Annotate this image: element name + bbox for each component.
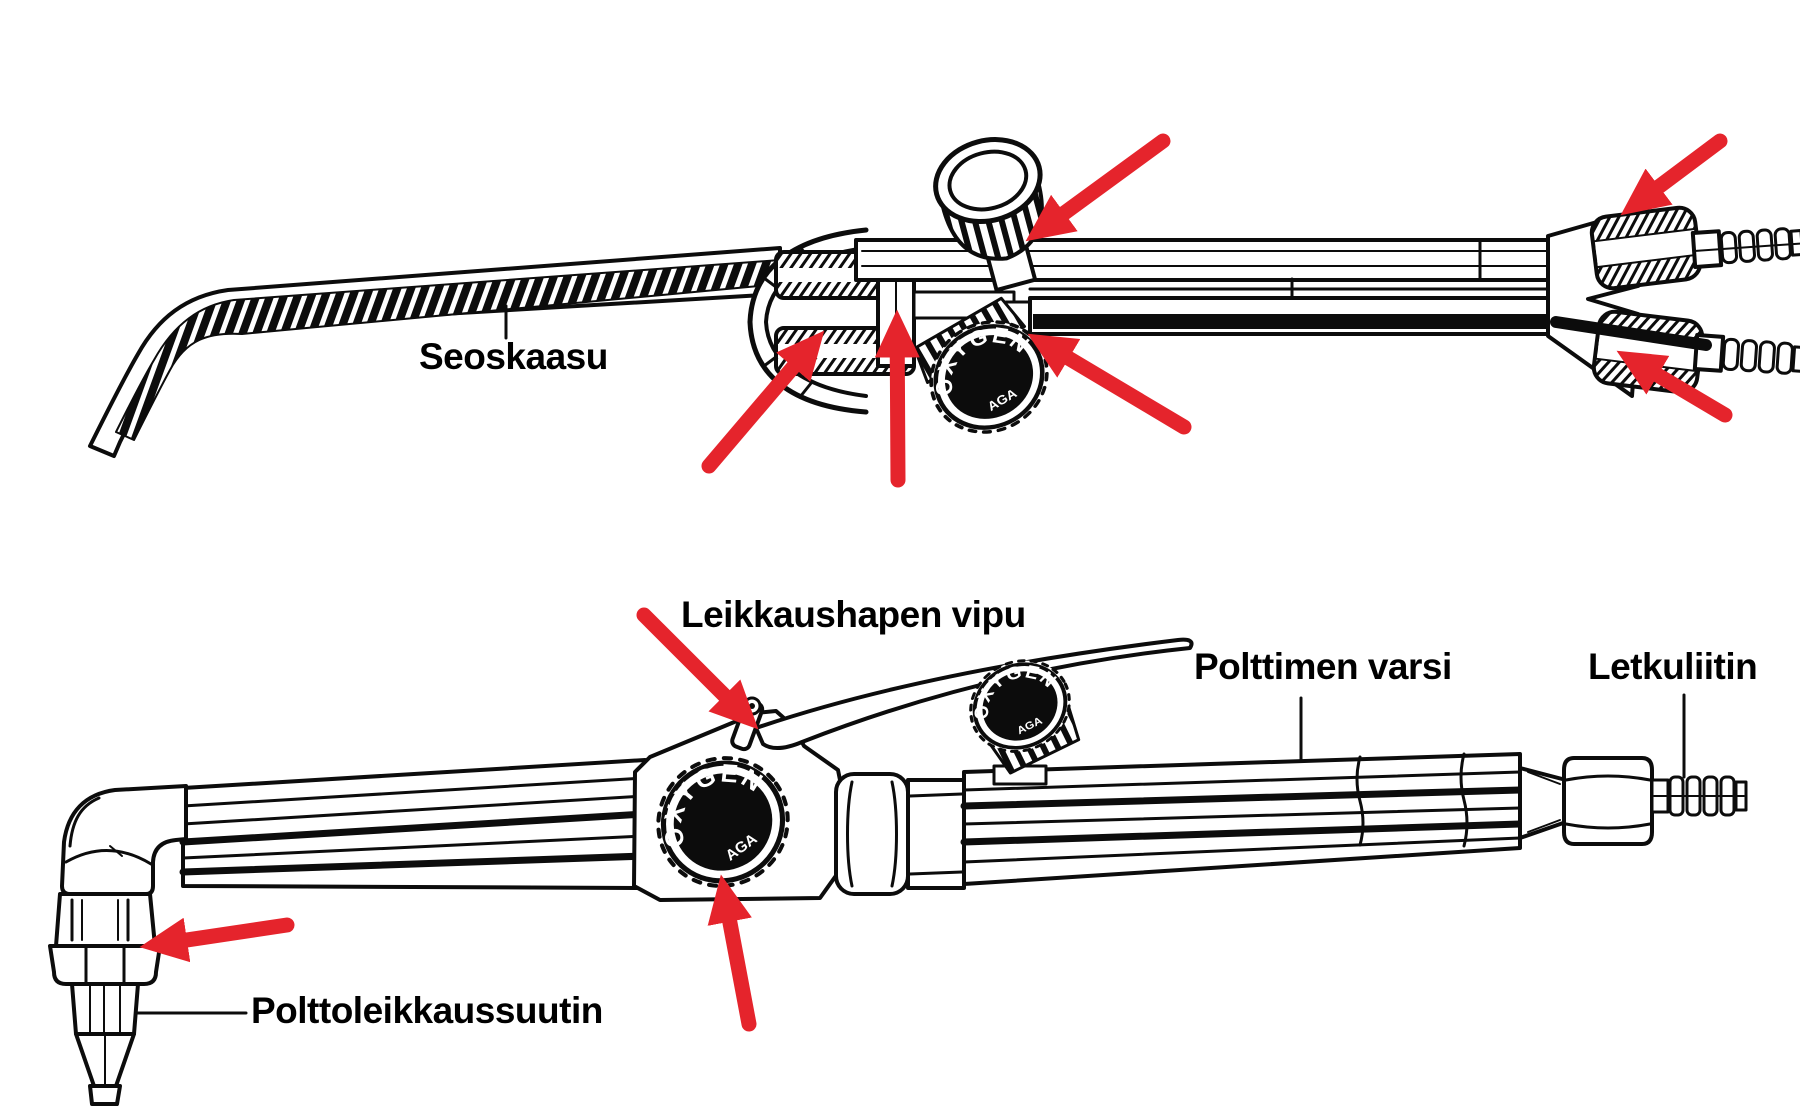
upper-hose-barb	[1690, 227, 1800, 269]
hose-nut	[1562, 756, 1654, 846]
cutting-torch-illustration	[48, 637, 1748, 1106]
arrow-preheat-oxygen-valve	[707, 874, 757, 1032]
upper-hose-connector	[1589, 205, 1800, 291]
arrow-cutting-oxygen-lever	[636, 607, 759, 730]
cutting-oxygen-lever	[730, 637, 1194, 752]
welding-torch-illustration	[88, 137, 1800, 458]
arrow-nozzle-nut	[139, 917, 295, 963]
torch-head	[60, 784, 188, 896]
valve-stem	[1028, 277, 1560, 301]
cutting-nozzle	[70, 982, 140, 1106]
shaft-oxygen-knob	[952, 642, 1087, 786]
arrow-upper-hose-connector	[1620, 133, 1728, 216]
welding-tip	[88, 246, 782, 458]
oxygen-feed-line	[1550, 316, 1712, 351]
nozzle-nut	[48, 944, 162, 986]
arrow-injector-nut	[701, 330, 825, 474]
arrow-top-valve-knob	[1025, 133, 1171, 242]
hose-connector	[1518, 756, 1748, 846]
annotation-arrows	[139, 133, 1733, 1032]
label-letkuliitin: Letkuliitin	[1588, 646, 1758, 687]
label-polttimen-varsi: Polttimen varsi	[1194, 646, 1452, 687]
oxygen-valve-assembly	[910, 296, 1068, 453]
leader-lines	[135, 304, 1686, 1015]
arrow-gas-mixer	[874, 309, 920, 488]
upper-barrel-tube	[854, 238, 1572, 282]
hose-barb	[1650, 775, 1748, 817]
handle-tube	[179, 758, 649, 890]
label-polttoleikkaussuutin: Polttoleikkaussuutin	[251, 990, 603, 1031]
torch-shaft	[960, 752, 1524, 886]
lower-barrel-tube	[1004, 296, 1570, 336]
nozzle-holder	[54, 892, 157, 948]
label-seoskaasu: Seoskaasu	[419, 336, 608, 377]
swivel-union	[834, 772, 966, 896]
label-leikkaushapen-vipu: Leikkaushapen vipu	[681, 594, 1026, 635]
top-valve-knob	[933, 137, 1044, 293]
arrow-oxygen-valve	[1027, 333, 1192, 435]
arrow-lower-hose-connector	[1616, 350, 1733, 423]
